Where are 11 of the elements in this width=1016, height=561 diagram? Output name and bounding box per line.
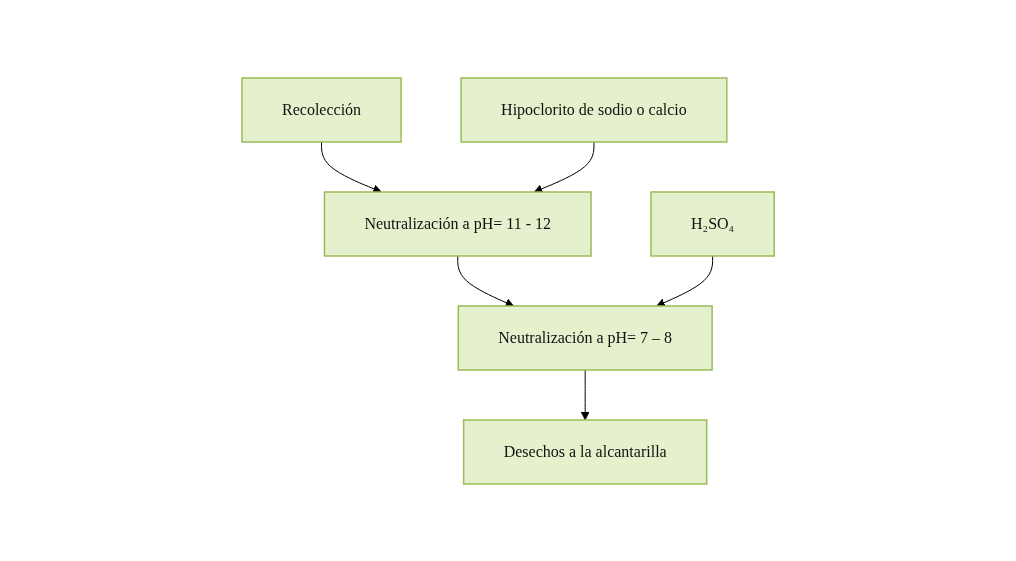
- node-box: H₂SO₄: [650, 190, 775, 257]
- node-box: Desechos a la alcantarilla: [462, 418, 708, 485]
- arrow: [656, 255, 713, 307]
- node-box: Hipoclorito de sodio o calcio: [460, 76, 728, 143]
- arrow: [533, 141, 595, 193]
- node-box: Neutralización a pH= 11 - 12: [323, 190, 592, 257]
- node-box: Recolección: [241, 76, 402, 143]
- arrow: [457, 255, 514, 307]
- arrow: [320, 141, 382, 193]
- arrow: [580, 369, 590, 420]
- node-box: Neutralización a pH= 7 – 8: [457, 304, 713, 371]
